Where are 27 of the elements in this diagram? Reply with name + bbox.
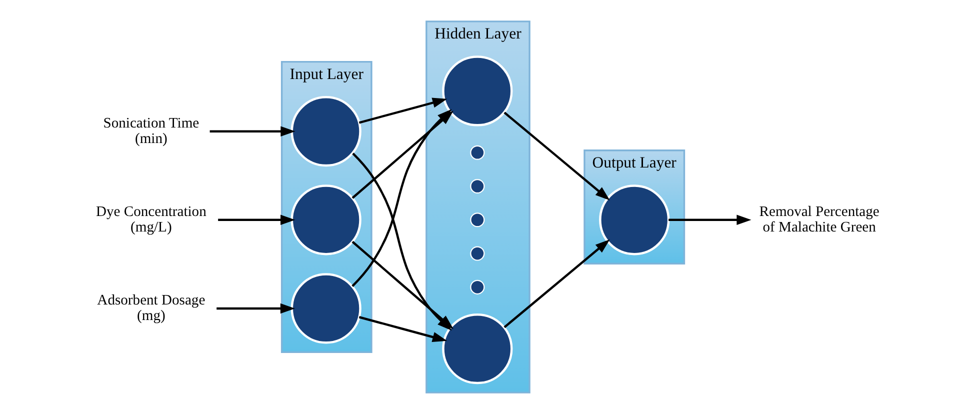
arrow <box>216 303 295 314</box>
node-text: Removal Percentage of Malachite Green <box>759 204 880 236</box>
cluster: Hidden Layer <box>426 20 530 394</box>
node-circle <box>470 178 485 194</box>
node-circle <box>290 184 362 256</box>
arrow <box>352 109 452 287</box>
node-circle <box>442 314 513 384</box>
arrow <box>668 214 752 225</box>
arrow <box>358 98 448 124</box>
arrow <box>352 240 454 330</box>
node-circle <box>470 246 485 261</box>
arrow <box>210 126 296 136</box>
arrow <box>218 214 296 225</box>
arrow <box>504 112 610 200</box>
node-circle <box>470 145 485 160</box>
node-circle <box>599 184 670 256</box>
arrow <box>504 239 610 328</box>
node-circle <box>470 212 485 228</box>
node-circle <box>470 280 485 294</box>
arrow <box>358 316 448 342</box>
node-text: Sonication Time (min) <box>103 115 200 147</box>
node-circle <box>290 273 362 344</box>
node-text: Dye Concentration (mg/L) <box>96 204 206 236</box>
node-circle <box>442 56 513 126</box>
cluster: Output Layer <box>584 150 686 264</box>
node-text: Adsorbent Dosage (mg) <box>97 292 206 324</box>
node-circle <box>290 96 362 167</box>
